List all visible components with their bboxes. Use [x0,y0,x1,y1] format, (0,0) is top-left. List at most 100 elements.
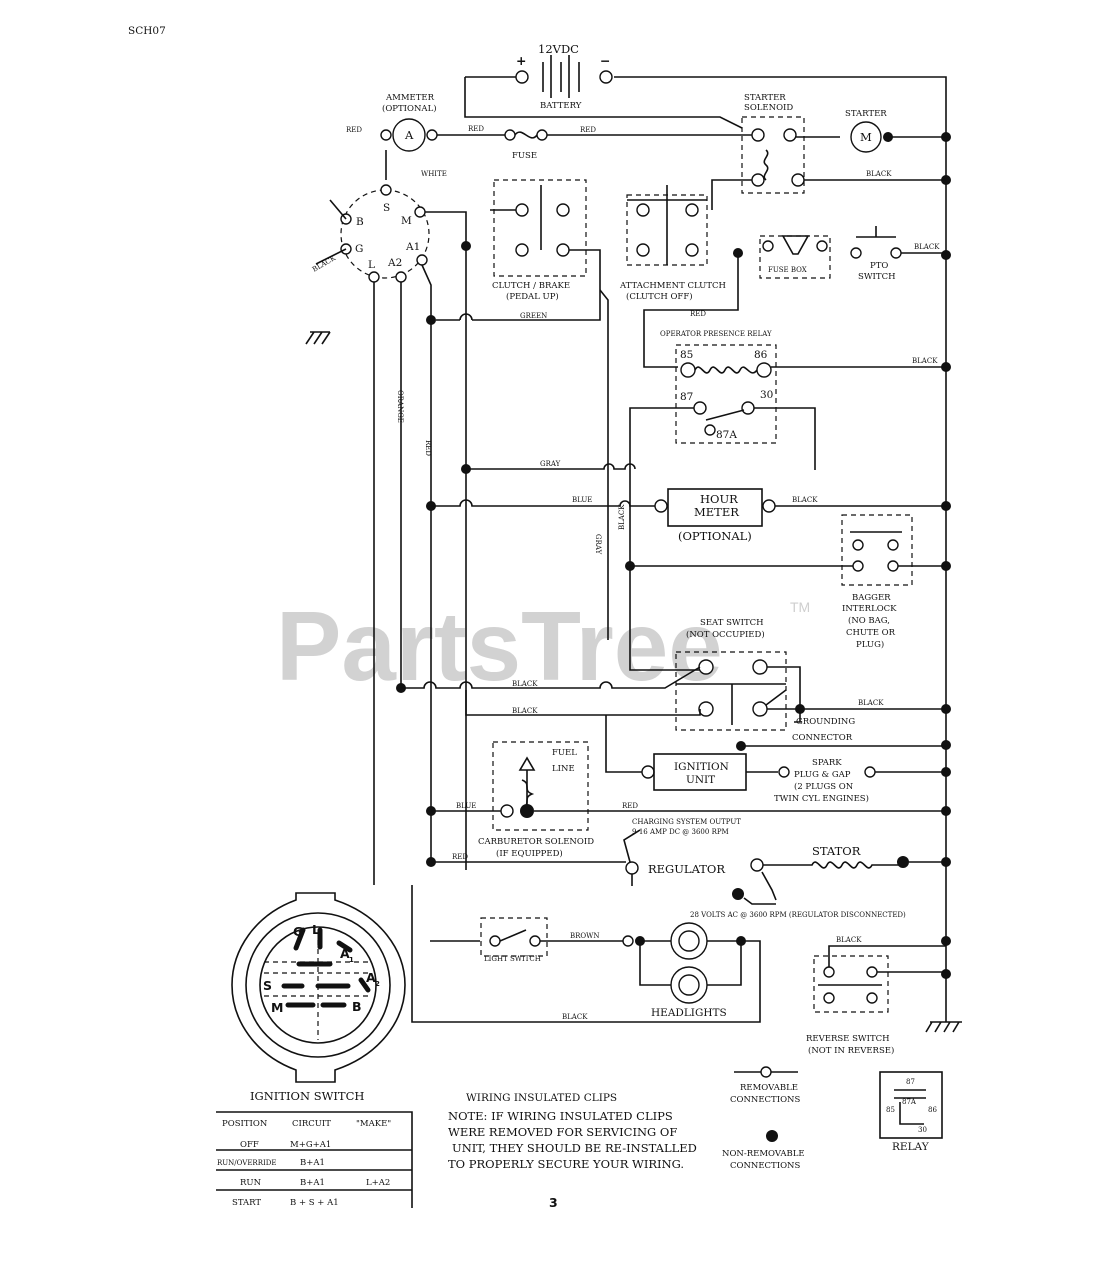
row-3-position: START [232,1198,261,1208]
ign-terminal-a2: A2 [387,257,402,269]
bagger-interlock: BAGGER INTERLOCK (NO BAG, CHUTE OR PLUG) [841,514,913,650]
legend-removable2: CONNECTIONS [730,1095,800,1105]
row-1-circuit: B+A1 [300,1158,325,1168]
connections-legend: REMOVABLE CONNECTIONS NON-REMOVABLE CONN… [722,1066,805,1171]
pto-line2: SWITCH [858,272,896,282]
clutch-brake-switch: CLUTCH / BRAKE (PEDAL UP) [492,179,587,302]
seat-switch-line2: (NOT OCCUPIED) [686,629,765,640]
wire-label-black-pto: BLACK [914,243,940,251]
ammeter-symbol: A [404,128,414,142]
bagger-line5: PLUG) [856,639,884,650]
face-a2: A [366,970,376,985]
wire-label-black-row: BLACK [512,680,538,688]
face-m: M [271,1000,283,1015]
carburetor-solenoid: FUEL LINE CARBURETOR SOLENOID (IF EQUIPP… [478,741,594,859]
row-3-circuit: B + S + A1 [290,1198,339,1208]
starter-solenoid-line1: STARTER [744,93,786,103]
fuel-line1: FUEL [552,748,577,758]
attachment-clutch-line2: (CLUTCH OFF) [626,291,693,302]
relay-30: 30 [918,1126,927,1134]
row-0-position: OFF [240,1140,259,1150]
ammeter-line2: (OPTIONAL) [382,103,437,114]
op-relay-85: 85 [680,349,693,361]
carb-line2: (IF EQUIPPED) [496,848,563,859]
spark-line2: PLUG & GAP [794,770,851,780]
ign-terminal-l: L [368,259,375,271]
ignition-unit-line2: UNIT [686,774,715,786]
row-1-position: RUN/OVERRIDE [217,1159,276,1167]
bagger-line4: CHUTE OR [846,628,896,638]
starter-solenoid-line2: SOLENOID [744,103,793,113]
face-a2-sub: 2 [375,980,380,988]
attachment-clutch-line1: ATTACHMENT CLUTCH [619,281,726,291]
wiring-clips-note2: WERE REMOVED FOR SERVICING OF [448,1125,677,1139]
wire-label-black-relay: BLACK [912,357,938,365]
battery-minus: − [600,53,610,68]
battery: 12VDC + − BATTERY [515,42,613,111]
pto-switch: PTO SWITCH [850,226,902,282]
wire-label-red-reg: RED [452,853,468,861]
starter-symbol: M [860,130,872,144]
wire-label-red-carb: RED [622,802,638,810]
ignition-switch-face: G L A 1 A 2 S M B [231,892,406,1083]
ammeter-line1: AMMETER [385,93,435,103]
bagger-line3: (NO BAG, [848,615,890,626]
op-relay-86: 86 [754,349,768,361]
seat-switch-line1: SEAT SWITCH [700,618,764,628]
wire-label-black-g: BLACK [311,254,338,274]
bagger-line2: INTERLOCK [842,604,897,614]
reverse-line2: (NOT IN REVERSE) [808,1045,894,1056]
battery-negative-terminal [599,70,613,84]
face-a1: A [340,946,350,961]
relay-86: 86 [928,1106,937,1114]
pto-line1: PTO [870,261,888,271]
op-relay-30: 30 [760,389,773,401]
wire-label-white: WHITE [421,170,447,178]
wiring-clips-title: WIRING INSULATED CLIPS [466,1092,617,1104]
ammeter: AMMETER (OPTIONAL) A [380,93,438,152]
spark-line4: TWIN CYL ENGINES) [774,793,869,804]
fuel-line2: LINE [552,764,575,774]
charging-line2: 9-16 AMP DC @ 3600 RPM [632,828,729,836]
wire-label-red-ammeter: RED [346,126,362,134]
col-circuit: CIRCUIT [292,1119,331,1129]
wire-label-gray: GRAY [540,460,561,468]
wire-label-blue: BLUE [572,496,592,504]
watermark: PartsTree [276,591,723,701]
relay-87: 87 [906,1078,915,1086]
battery-label: BATTERY [540,101,582,111]
relay-87a: 87A [902,1098,917,1106]
starter-motor: STARTER M [845,109,893,153]
wire-label-red-attach: RED [690,310,706,318]
hour-meter-line3: (OPTIONAL) [678,529,752,543]
ign-terminal-g: G [355,243,363,255]
col-make: "MAKE" [356,1119,391,1129]
clutch-brake-line1: CLUTCH / BRAKE [492,281,570,291]
ign-terminal-m: M [401,215,412,227]
row-2-position: RUN [240,1178,262,1188]
wire-label-brown: BROWN [570,932,599,940]
wire-label-gray-vertical: GRAY [594,534,602,555]
light-switch-label: LIGHT SWITCH [484,955,541,963]
starter-label: STARTER [845,109,887,119]
legend-nonremovable1: NON-REMOVABLE [722,1149,805,1159]
fuse: FUSE [504,129,548,161]
face-l: L [312,922,320,937]
ignition-switch-table: IGNITION SWITCH POSITION CIRCUIT "MAKE" … [216,1089,413,1208]
stator-label: STATOR [812,844,861,858]
hour-meter: HOUR METER (OPTIONAL) [654,488,776,543]
wire-label-black-row2: BLACK [512,707,538,715]
wire-label-blue-carb: BLUE [456,802,476,810]
headlights-label: HEADLIGHTS [651,1007,727,1019]
grounding-line2: CONNECTOR [792,733,853,743]
ign-terminal-s: S [383,202,390,214]
attachment-clutch: ATTACHMENT CLUTCH (CLUTCH OFF) [619,185,726,302]
operator-presence-relay: OPERATOR PRESENCE RELAY 85 86 87 30 87A [660,330,777,444]
wiring-clips-note: WIRING INSULATED CLIPS NOTE: IF WIRING I… [448,1092,697,1171]
charging-system-note: CHARGING SYSTEM OUTPUT 9-16 AMP DC @ 360… [632,818,741,836]
op-relay-87: 87 [680,391,693,403]
wire-label-black-vertical: BLACK [618,504,626,530]
starter-solenoid: STARTER SOLENOID [741,93,805,194]
wire-label-black-hour: BLACK [792,496,818,504]
clutch-brake-line2: (PEDAL UP) [506,291,559,302]
